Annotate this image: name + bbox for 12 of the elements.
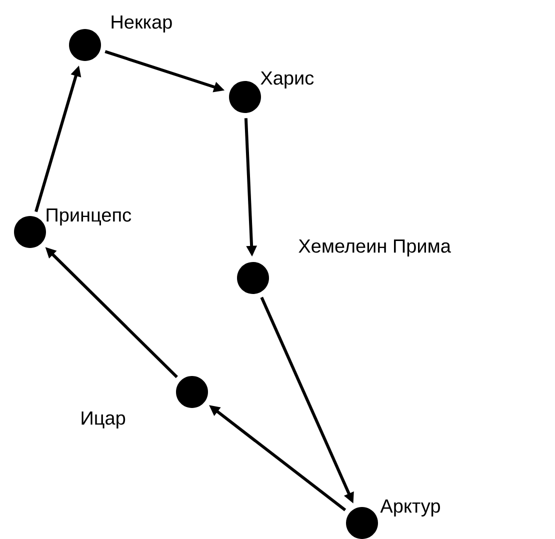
star-name: Арктур (380, 500, 440, 516)
star-name: Харис (260, 72, 314, 88)
dot (69, 29, 101, 61)
dot (229, 81, 261, 113)
dot (237, 262, 269, 294)
dot (176, 376, 208, 408)
star-name: Хемелеин Прима (298, 240, 451, 256)
star-name: Ицар (82, 412, 126, 428)
star-name: Неккар (112, 16, 172, 32)
star-name: Принцепс (46, 208, 132, 226)
dot (14, 216, 46, 248)
dot (346, 507, 378, 539)
